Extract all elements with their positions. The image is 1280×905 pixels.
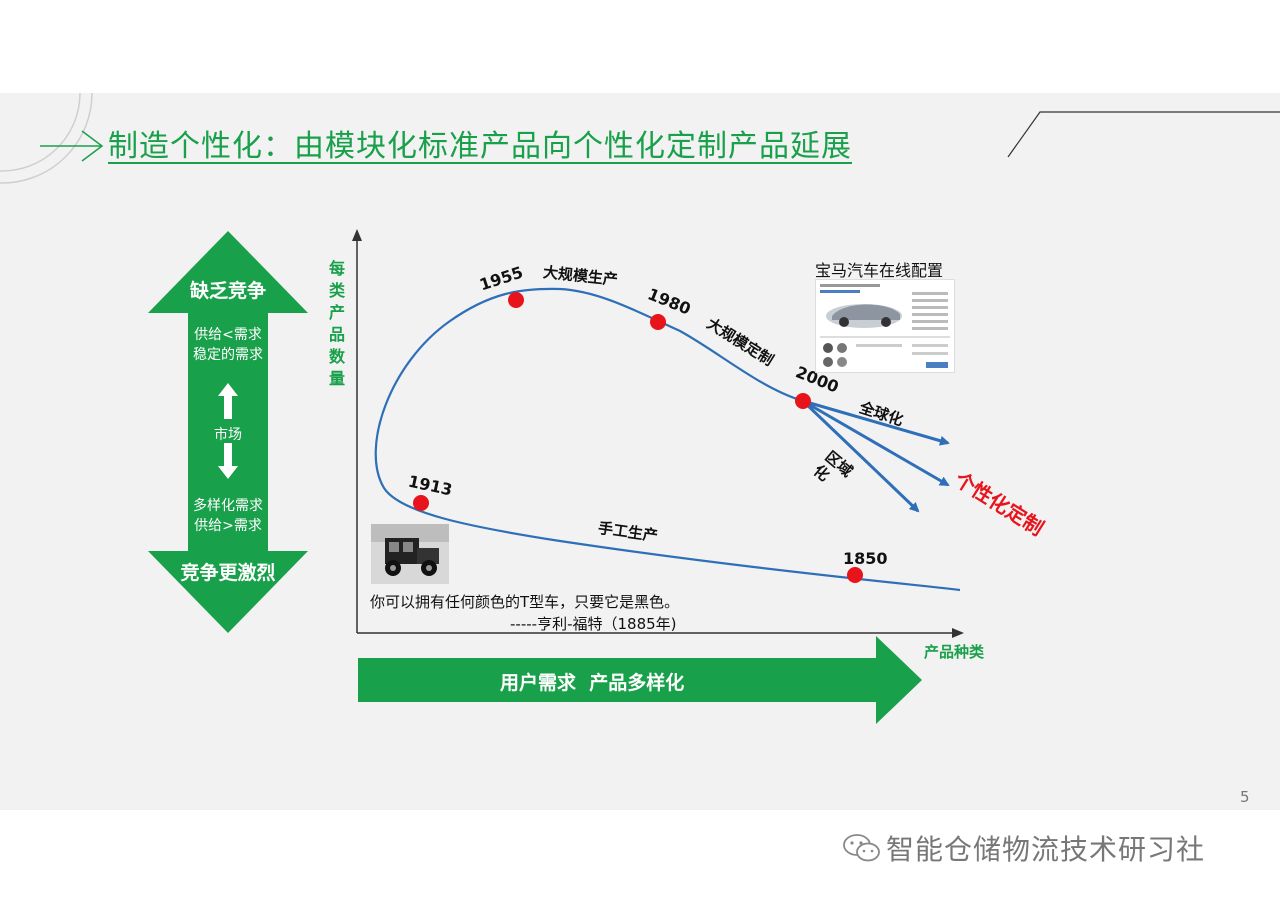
- year-1850: 1850: [843, 549, 888, 568]
- demand-arrow-label: 用户需求 产品多样化: [500, 672, 685, 694]
- x-axis-arrow: [952, 628, 964, 638]
- arrow-down-icon: [218, 443, 238, 479]
- milestone-dot-2000: [795, 393, 811, 409]
- title-decor-line: [1007, 111, 1280, 158]
- arrow-up-icon: [218, 383, 238, 419]
- bmw-configurator-screenshot: [815, 279, 955, 373]
- watermark-text: 智能仓储物流技术研习社: [886, 833, 1206, 866]
- wechat-icon: [843, 834, 880, 862]
- milestone-dot-1980: [650, 314, 666, 330]
- market-label: 市场: [214, 427, 242, 443]
- diverse-demand-text: 多样化需求: [193, 498, 263, 514]
- milestone-dot-1955: [508, 292, 524, 308]
- fiercer-competition-label: 竞争更激烈: [180, 562, 276, 584]
- y-axis-arrow: [352, 229, 362, 241]
- personalization-arrow: [802, 399, 950, 487]
- page-number: 5: [1240, 788, 1250, 806]
- bmw-caption: 宝马汽车在线配置: [815, 261, 944, 280]
- diagram-canvas: [0, 93, 1280, 724]
- globalization-arrow: [802, 399, 950, 446]
- y-axis-label: 每类产品数量: [328, 259, 345, 388]
- x-axis-label: 产品种类: [924, 643, 985, 661]
- milestone-dot-1850: [847, 567, 863, 583]
- ford-quote: 你可以拥有任何颜色的T型车，只要它是黑色。: [370, 593, 680, 611]
- regionalization-arrow: [801, 399, 920, 513]
- market-double-arrow: [148, 231, 308, 633]
- slide: 制造个性化：由模块化标准产品向个性化定制产品延展 缺乏竞争 供给<需求 稳定的需…: [0, 93, 1280, 810]
- title-arrow-icon: [40, 130, 104, 162]
- ford-model-t-photo: [371, 524, 449, 584]
- supply-less-demand-text: 供给<需求: [194, 327, 262, 343]
- lack-of-competition-label: 缺乏竞争: [189, 280, 266, 302]
- milestone-dot-1913: [413, 495, 429, 511]
- ford-quote-author: -----亨利-福特（1885年): [510, 615, 677, 633]
- stable-demand-text: 稳定的需求: [193, 347, 263, 363]
- supply-greater-demand-text: 供给>需求: [194, 518, 262, 534]
- production-curve: [374, 287, 961, 592]
- decor-arcs: [0, 93, 93, 184]
- demand-arrow: [358, 636, 922, 724]
- page-title: 制造个性化：由模块化标准产品向个性化定制产品延展: [108, 129, 852, 164]
